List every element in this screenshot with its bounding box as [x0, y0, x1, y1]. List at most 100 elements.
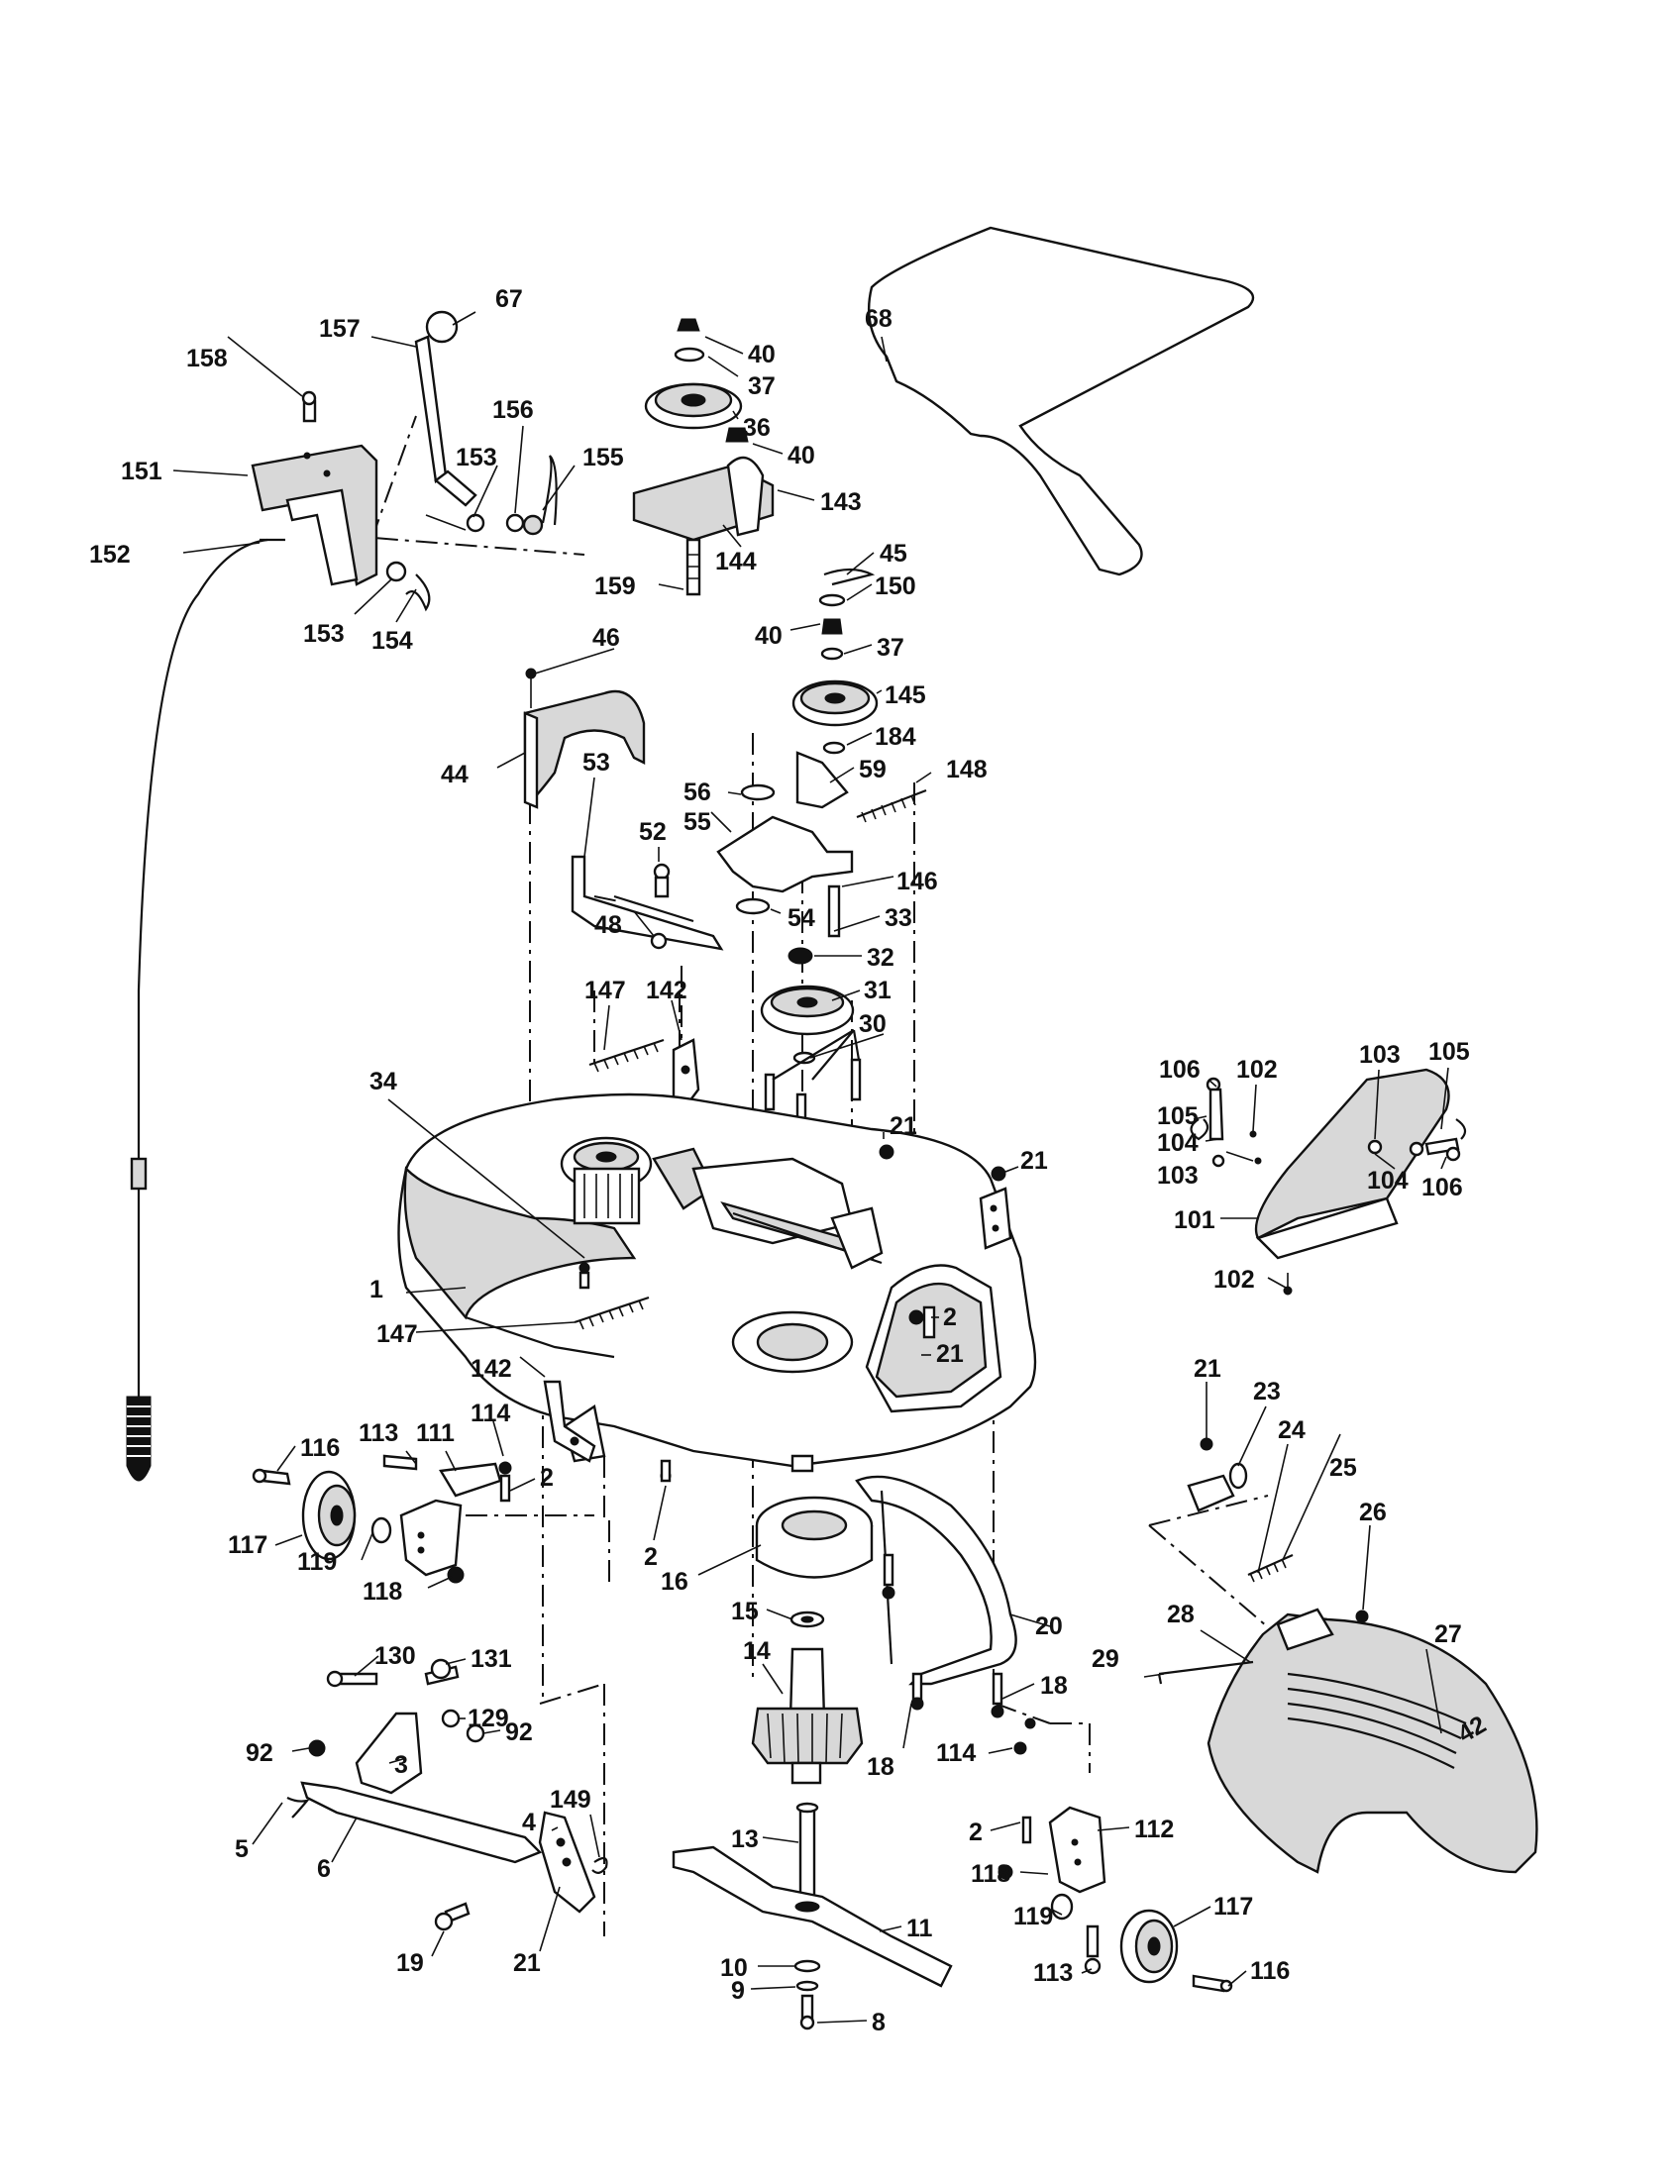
callout-105: 105 [1428, 1038, 1470, 1066]
callout-52: 52 [639, 818, 667, 846]
callout-153: 153 [456, 444, 497, 471]
callout-117: 117 [1213, 1893, 1253, 1921]
callout-48: 48 [594, 911, 622, 939]
callout-2: 2 [943, 1303, 957, 1331]
link-53 [571, 855, 724, 951]
callout-5: 5 [235, 1835, 249, 1863]
callout-11: 11 [906, 1915, 933, 1942]
callout-16: 16 [661, 1568, 688, 1596]
callout-14: 14 [743, 1637, 771, 1665]
callout-155: 155 [582, 444, 624, 471]
callout-154: 154 [371, 627, 413, 655]
callout-116: 116 [300, 1434, 340, 1462]
blade-11 [672, 1845, 953, 2030]
callout-34: 34 [369, 1068, 397, 1095]
callout-156: 156 [492, 396, 534, 424]
idler-pulley-assembly [632, 318, 775, 596]
callout-30: 30 [859, 1010, 887, 1038]
spindle-assembly [751, 1496, 874, 1915]
callout-21: 21 [1194, 1355, 1221, 1383]
left-gauge-wheel-assembly [252, 1454, 512, 1584]
callout-117: 117 [228, 1531, 267, 1559]
callout-113: 113 [1033, 1959, 1073, 1987]
callout-40: 40 [788, 442, 815, 469]
callout-111: 111 [416, 1419, 455, 1447]
idler-bracket-assembly [716, 751, 927, 938]
callout-9: 9 [731, 1977, 745, 2005]
callout-46: 46 [592, 624, 620, 652]
callout-145: 145 [885, 681, 926, 709]
callout-21: 21 [1020, 1147, 1048, 1175]
callout-21: 21 [936, 1340, 964, 1368]
callout-18: 18 [867, 1753, 894, 1781]
callout-103: 103 [1157, 1162, 1199, 1190]
callout-25: 25 [1329, 1454, 1357, 1482]
callout-114: 114 [936, 1739, 976, 1767]
callout-3: 3 [394, 1751, 408, 1779]
callout-106: 106 [1421, 1174, 1463, 1201]
callout-142: 142 [646, 977, 687, 1004]
callout-131: 131 [471, 1645, 512, 1673]
callout-2: 2 [540, 1464, 554, 1492]
callout-92: 92 [505, 1718, 533, 1746]
callout-56: 56 [683, 779, 711, 806]
callout-27: 27 [1434, 1620, 1462, 1648]
callout-101: 101 [1174, 1206, 1215, 1234]
callout-146: 146 [896, 868, 938, 895]
callout-31: 31 [864, 977, 892, 1004]
callout-158: 158 [186, 345, 228, 372]
callout-68: 68 [865, 305, 892, 333]
callout-21: 21 [513, 1949, 541, 1977]
callout-6: 6 [317, 1855, 331, 1883]
callout-20: 20 [1035, 1612, 1063, 1640]
callout-104: 104 [1157, 1129, 1199, 1157]
front-linkage-assembly [286, 1658, 608, 1931]
callout-114: 114 [471, 1400, 510, 1427]
leader-lines [172, 311, 1449, 2024]
deflector-101 [1190, 1068, 1467, 1296]
callout-40: 40 [748, 341, 776, 368]
callout-148: 148 [946, 756, 988, 783]
callout-37: 37 [748, 372, 776, 400]
callout-105: 105 [1157, 1102, 1199, 1130]
callout-23: 23 [1253, 1378, 1281, 1405]
callout-15: 15 [731, 1598, 759, 1625]
callout-24: 24 [1278, 1416, 1306, 1444]
callout-21: 21 [890, 1112, 917, 1140]
mower-deck-1 [397, 1092, 1037, 1473]
belt-guard-44 [523, 668, 646, 809]
callout-44: 44 [441, 761, 469, 788]
callout-labels: 67 157 158 151 152 153 156 155 153 154 4… [89, 285, 1470, 2036]
upper-pulley-stack [791, 568, 879, 755]
callout-32: 32 [867, 944, 894, 972]
baffle-20 [855, 1475, 1017, 1686]
callout-13: 13 [731, 1825, 759, 1853]
mulching-cover-27: 42 [1157, 1437, 1538, 1874]
callout-19: 19 [396, 1949, 424, 1977]
callout-150: 150 [875, 572, 916, 600]
callout-92: 92 [246, 1739, 273, 1767]
callout-26: 26 [1359, 1499, 1387, 1526]
callout-28: 28 [1167, 1601, 1195, 1628]
center-pulley-32 [760, 947, 862, 1131]
callout-104: 104 [1367, 1167, 1409, 1195]
callout-36: 36 [743, 414, 771, 442]
callout-29: 29 [1092, 1645, 1119, 1673]
callout-2: 2 [969, 1819, 983, 1846]
callout-112: 112 [1134, 1816, 1174, 1843]
callout-149: 149 [550, 1786, 591, 1814]
right-gauge-wheel-assembly [998, 1717, 1233, 1993]
callout-129: 129 [468, 1705, 509, 1732]
callout-33: 33 [885, 904, 912, 932]
callout-118: 118 [971, 1860, 1010, 1888]
callout-184: 184 [875, 723, 916, 751]
callout-116: 116 [1250, 1957, 1290, 1985]
callout-4: 4 [522, 1809, 536, 1836]
callout-59: 59 [859, 756, 887, 783]
callout-113: 113 [359, 1419, 398, 1447]
spring-147-lower [543, 1296, 650, 1463]
callout-37: 37 [877, 634, 904, 662]
callout-159: 159 [594, 572, 636, 600]
callout-147: 147 [584, 977, 626, 1004]
